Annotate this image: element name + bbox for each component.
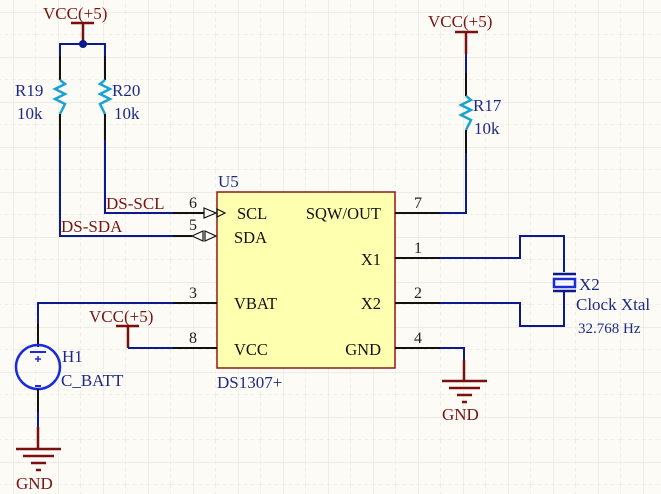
battery-h1[interactable]: H1 C_BATT [14, 324, 124, 412]
pin-name: VCC [234, 340, 268, 359]
resistor-value: 10k [114, 104, 140, 123]
gnd-label: GND [442, 405, 479, 424]
battery-designator: H1 [62, 347, 83, 366]
junction-dot [79, 40, 87, 48]
power-port-gnd-right[interactable]: GND [440, 347, 487, 424]
ic-designator: U5 [218, 172, 239, 191]
net-sqw-out [440, 153, 467, 214]
pin-number: 2 [414, 285, 422, 302]
clock-arrow-icon [216, 208, 227, 218]
power-port-gnd-left[interactable]: GND [16, 427, 61, 493]
battery-value: C_BATT [61, 371, 124, 390]
wire [59, 140, 173, 237]
pin-name: VBAT [234, 294, 277, 313]
pin-3-vbat[interactable]: 3 VBAT [173, 285, 277, 313]
vcc-label: VCC(+5) [43, 4, 107, 23]
pin-5-sda[interactable]: 5 SDA [173, 217, 267, 247]
vcc-label: VCC(+5) [89, 307, 153, 326]
net-vbat [37, 302, 173, 324]
crystal-designator: X2 [579, 275, 600, 294]
pin-name: SQW/OUT [306, 204, 381, 223]
ic-body [216, 191, 396, 369]
net-label-sda: DS-SDA [61, 217, 123, 236]
resistor-value: 10k [474, 119, 500, 138]
pin-number: 1 [414, 240, 422, 257]
wire [440, 292, 565, 327]
resistor-designator: R20 [112, 81, 140, 100]
pin-2-x2[interactable]: 2 X2 [361, 285, 440, 313]
input-arrow-icon [203, 207, 218, 219]
wire [104, 140, 173, 214]
pin-name: X2 [361, 294, 381, 313]
pin-name: SDA [234, 228, 267, 247]
gnd-label: GND [16, 474, 53, 493]
ic-u5[interactable]: U5 DS1307+ 6 SCL 5 SDA 3 VBAT 8 VCC [173, 172, 440, 392]
net-pullup-junction [59, 40, 106, 56]
pin-1-x1[interactable]: 1 X1 [361, 240, 440, 269]
crystal-icon [552, 277, 577, 289]
pin-name: X1 [361, 250, 381, 269]
pin-name: SCL [237, 204, 267, 223]
pin-number: 7 [414, 195, 422, 212]
pin-number: 8 [189, 330, 197, 347]
crystal-comment: Clock Xtal [576, 295, 650, 314]
power-port-vcc-top-right[interactable]: VCC(+5) [428, 12, 492, 54]
power-port-vcc-mid[interactable]: VCC(+5) [89, 307, 153, 348]
resistor-icon [52, 79, 68, 115]
pin-number: 3 [189, 285, 197, 302]
ic-part-number: DS1307+ [217, 373, 282, 392]
resistor-r17[interactable]: R17 10k [458, 54, 502, 153]
crystal-value: 32.768 Hz [578, 321, 641, 337]
resistor-designator: R19 [15, 81, 43, 100]
vcc-label: VCC(+5) [428, 12, 492, 31]
pin-7-sqw-out[interactable]: 7 SQW/OUT [306, 195, 440, 223]
resistor-value: 10k [17, 104, 43, 123]
pin-number: 6 [189, 195, 197, 212]
resistor-designator: R17 [473, 96, 502, 115]
crystal-x2[interactable]: X2 Clock Xtal 32.768 Hz [440, 235, 650, 337]
pin-number: 5 [189, 217, 197, 234]
wire [440, 235, 565, 272]
bidir-arrow-left-icon [190, 230, 204, 242]
pin-4-gnd[interactable]: 4 GND [345, 330, 440, 359]
bidir-arrow-right-icon [204, 230, 218, 242]
resistor-r20[interactable]: R20 10k [97, 56, 140, 140]
resistor-icon [97, 79, 113, 115]
pin-number: 4 [414, 330, 422, 347]
net-ds-scl[interactable]: DS-SCL [104, 140, 173, 214]
pin-6-scl[interactable]: 6 SCL [173, 195, 267, 223]
net-ds-sda[interactable]: DS-SDA [59, 140, 173, 237]
pin-8-vcc[interactable]: 8 VCC [173, 330, 268, 359]
resistor-r19[interactable]: R19 10k [15, 56, 68, 140]
net-label-scl: DS-SCL [106, 194, 165, 213]
pin-name: GND [345, 340, 381, 359]
wire [440, 347, 465, 360]
resistor-icon [458, 95, 474, 131]
